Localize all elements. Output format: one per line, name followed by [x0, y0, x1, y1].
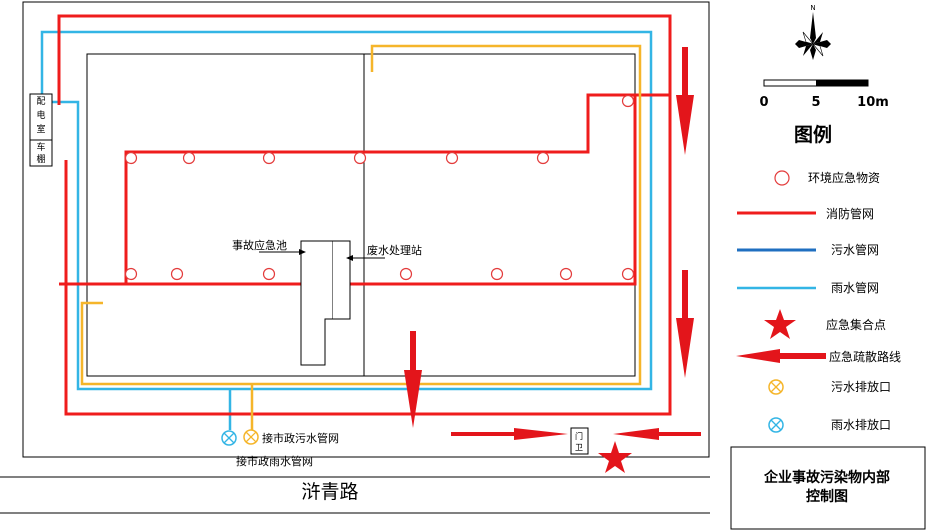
legend-label-rain: 雨水管网 [831, 280, 879, 295]
evacuation-route-arrow-icon [613, 428, 701, 440]
legend-label-sewage: 污水管网 [831, 242, 879, 257]
emergency-supply-circle-icon [536, 151, 550, 165]
evacuation-route-arrow-icon [736, 349, 826, 363]
legend-label-supplies: 环境应急物资 [808, 170, 880, 185]
municipal-sewage-label: 接市政污水管网 [262, 431, 339, 445]
north-label: N [810, 4, 815, 12]
rain-pipe-network [40, 30, 653, 391]
assembly-point-star-icon [598, 441, 632, 473]
accident-pool-outline [300, 240, 334, 366]
emergency-supply-circle-icon [353, 151, 367, 165]
evacuation-route-arrow-icon [676, 270, 694, 378]
emergency-supply-circle-icon [445, 151, 459, 165]
gate-char-2: 卫 [575, 443, 583, 452]
garage-char-1: 车 [36, 141, 45, 153]
sewage-pipe-network [80, 44, 642, 386]
municipal-rain-label: 接市政雨水管网 [236, 454, 313, 468]
gate-house [570, 427, 589, 455]
legend-label-assembly: 应急集合点 [826, 317, 886, 332]
emergency-supply-circle-icon [170, 267, 184, 281]
scale-tick-10: 10m [857, 95, 889, 110]
caption-line-2: 控制图 [806, 488, 848, 505]
emergency-supply-circle-icon [182, 151, 196, 165]
emergency-supply-circle-icon [399, 267, 413, 281]
scale-tick-0: 0 [759, 95, 768, 110]
emergency-supply-circle-icon [621, 94, 635, 108]
emergency-supply-circle-icon [621, 267, 635, 281]
factory-building [86, 53, 636, 377]
scale-tick-5: 5 [811, 95, 820, 110]
evacuation-arrows [404, 47, 701, 440]
emergency-supply-circle-icon [490, 267, 504, 281]
distribution-room-char-3: 室 [36, 123, 45, 135]
caption-line-1: 企业事故污染物内部 [763, 469, 890, 486]
emergency-supply-circle-icon [124, 151, 138, 165]
evacuation-route-arrow-icon [676, 47, 694, 155]
garage-char-2: 棚 [36, 153, 45, 165]
accident-pool-label: 事故应急池 [232, 238, 287, 252]
fire-main-loop [57, 14, 672, 416]
legend-label-rain-outlet: 雨水排放口 [831, 417, 891, 432]
sewage-outlet-icon [768, 379, 784, 395]
north-arrow-icon: N [795, 4, 831, 60]
wastewater-station-label: 废水处理站 [367, 243, 422, 257]
road-name: 浒青路 [301, 481, 358, 503]
distribution-room-char-2: 电 [36, 109, 45, 121]
rain-outlet-icon [768, 417, 784, 433]
legend-title: 图例 [794, 123, 832, 146]
evacuation-route-arrow-icon [451, 428, 568, 440]
sewage-outlet-icon [243, 429, 259, 445]
distribution-room-char-1: 配 [36, 96, 45, 107]
legend-label-evacuation: 应急疏散路线 [829, 349, 901, 364]
emergency-supply-circle-icon [124, 267, 138, 281]
emergency-supply-circle-icon [559, 267, 573, 281]
rain-outlet-icon [221, 430, 237, 446]
emergency-supply-circle-icon [774, 170, 790, 186]
emergency-supply-circle-icon [262, 151, 276, 165]
accident-pool-pointer-head [299, 249, 306, 255]
legend-label-sewage-outlet: 污水排放口 [831, 379, 891, 394]
emergency-supply-circle-icon [262, 267, 276, 281]
gate-char-1: 门 [575, 431, 583, 441]
fire-branch-lines [59, 93, 670, 286]
emergency-supply-markers [124, 94, 635, 281]
caption-box [730, 446, 926, 530]
scale-bar: 0 5 10m [759, 79, 889, 110]
wastewater-station-outline [333, 240, 351, 320]
evacuation-route-arrow-icon [404, 331, 422, 428]
site-boundary [22, 1, 710, 458]
wastewater-station-pointer-head [346, 255, 353, 261]
distribution-room-box [29, 93, 53, 167]
legend-label-fire: 消防管网 [826, 206, 874, 221]
assembly-point-star-icon [764, 309, 796, 339]
